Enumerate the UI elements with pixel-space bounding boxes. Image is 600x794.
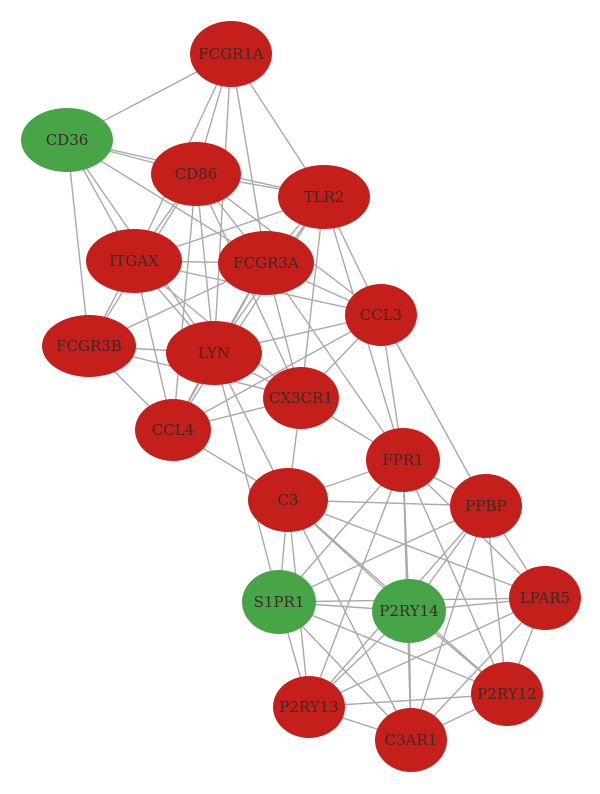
node-shape-lpar5 — [509, 566, 581, 630]
node-s1pr1: S1PR1 — [242, 570, 316, 634]
edge-fcgr3a-fpr1 — [265, 262, 404, 461]
node-shape-cx3cr1 — [263, 367, 339, 429]
node-shape-ppbp — [450, 474, 522, 538]
edge-lyn-s1pr1 — [213, 352, 280, 603]
edge-tlr2-cx3cr1 — [300, 196, 325, 399]
node-shape-tlr2 — [278, 165, 370, 229]
node-fcgr3b: FCGR3B — [42, 315, 136, 377]
node-fpr1: FPR1 — [366, 428, 440, 492]
node-fcgr1a: FCGR1A — [190, 21, 272, 87]
edge-c3-c3ar1 — [287, 499, 412, 741]
node-shape-fcgr1a — [190, 21, 272, 87]
node-shape-s1pr1 — [242, 570, 316, 634]
node-shape-ccl3 — [345, 284, 417, 346]
edge-ccl3-ccl4 — [172, 314, 382, 431]
node-cx3cr1: CX3CR1 — [263, 367, 339, 429]
node-cd86: CD86 — [151, 142, 241, 206]
edge-ppbp-c3ar1 — [410, 505, 487, 741]
node-fcgr3a: FCGR3A — [218, 231, 314, 295]
node-lpar5: LPAR5 — [509, 566, 581, 630]
node-c3ar1: C3AR1 — [375, 708, 447, 772]
node-itgax: ITGAX — [86, 229, 182, 293]
node-c3: C3 — [248, 468, 328, 532]
node-shape-fpr1 — [366, 428, 440, 492]
edge-fcgr1a-fcgr3a — [230, 53, 267, 264]
edge-ppbp-s1pr1 — [278, 505, 487, 603]
node-shape-cd86 — [151, 142, 241, 206]
node-ccl3: CCL3 — [345, 284, 417, 346]
edge-ccl3-ppbp — [380, 314, 487, 507]
node-cd36: CD36 — [21, 108, 113, 172]
edge-fpr1-p2ry12 — [402, 459, 508, 695]
node-shape-p2ry12 — [471, 662, 543, 726]
edge-tlr2-ccl4 — [172, 196, 325, 431]
node-shape-cd36 — [21, 108, 113, 172]
node-shape-fcgr3b — [42, 315, 136, 377]
node-shape-p2ry14 — [372, 579, 446, 643]
node-shape-p2ry13 — [273, 676, 345, 738]
node-shape-fcgr3a — [218, 231, 314, 295]
node-lyn: LYN — [166, 321, 262, 385]
node-ccl4: CCL4 — [135, 399, 211, 461]
node-tlr2: TLR2 — [278, 165, 370, 229]
node-shape-lyn — [166, 321, 262, 385]
edge-s1pr1-p2ry12 — [278, 601, 508, 695]
node-shape-c3 — [248, 468, 328, 532]
node-p2ry12: P2RY12 — [471, 662, 543, 726]
node-p2ry13: P2RY13 — [273, 676, 345, 738]
edge-cd36-fcgr3b — [66, 139, 90, 347]
edge-lpar5-p2ry13 — [308, 597, 546, 708]
node-shape-c3ar1 — [375, 708, 447, 772]
edge-c3-lpar5 — [287, 499, 546, 599]
node-ppbp: PPBP — [450, 474, 522, 538]
node-shape-itgax — [86, 229, 182, 293]
node-shape-ccl4 — [135, 399, 211, 461]
edge-fpr1-p2ry13 — [308, 459, 404, 708]
node-p2ry14: P2RY14 — [372, 579, 446, 643]
edge-fcgr1a-lyn — [213, 53, 232, 354]
